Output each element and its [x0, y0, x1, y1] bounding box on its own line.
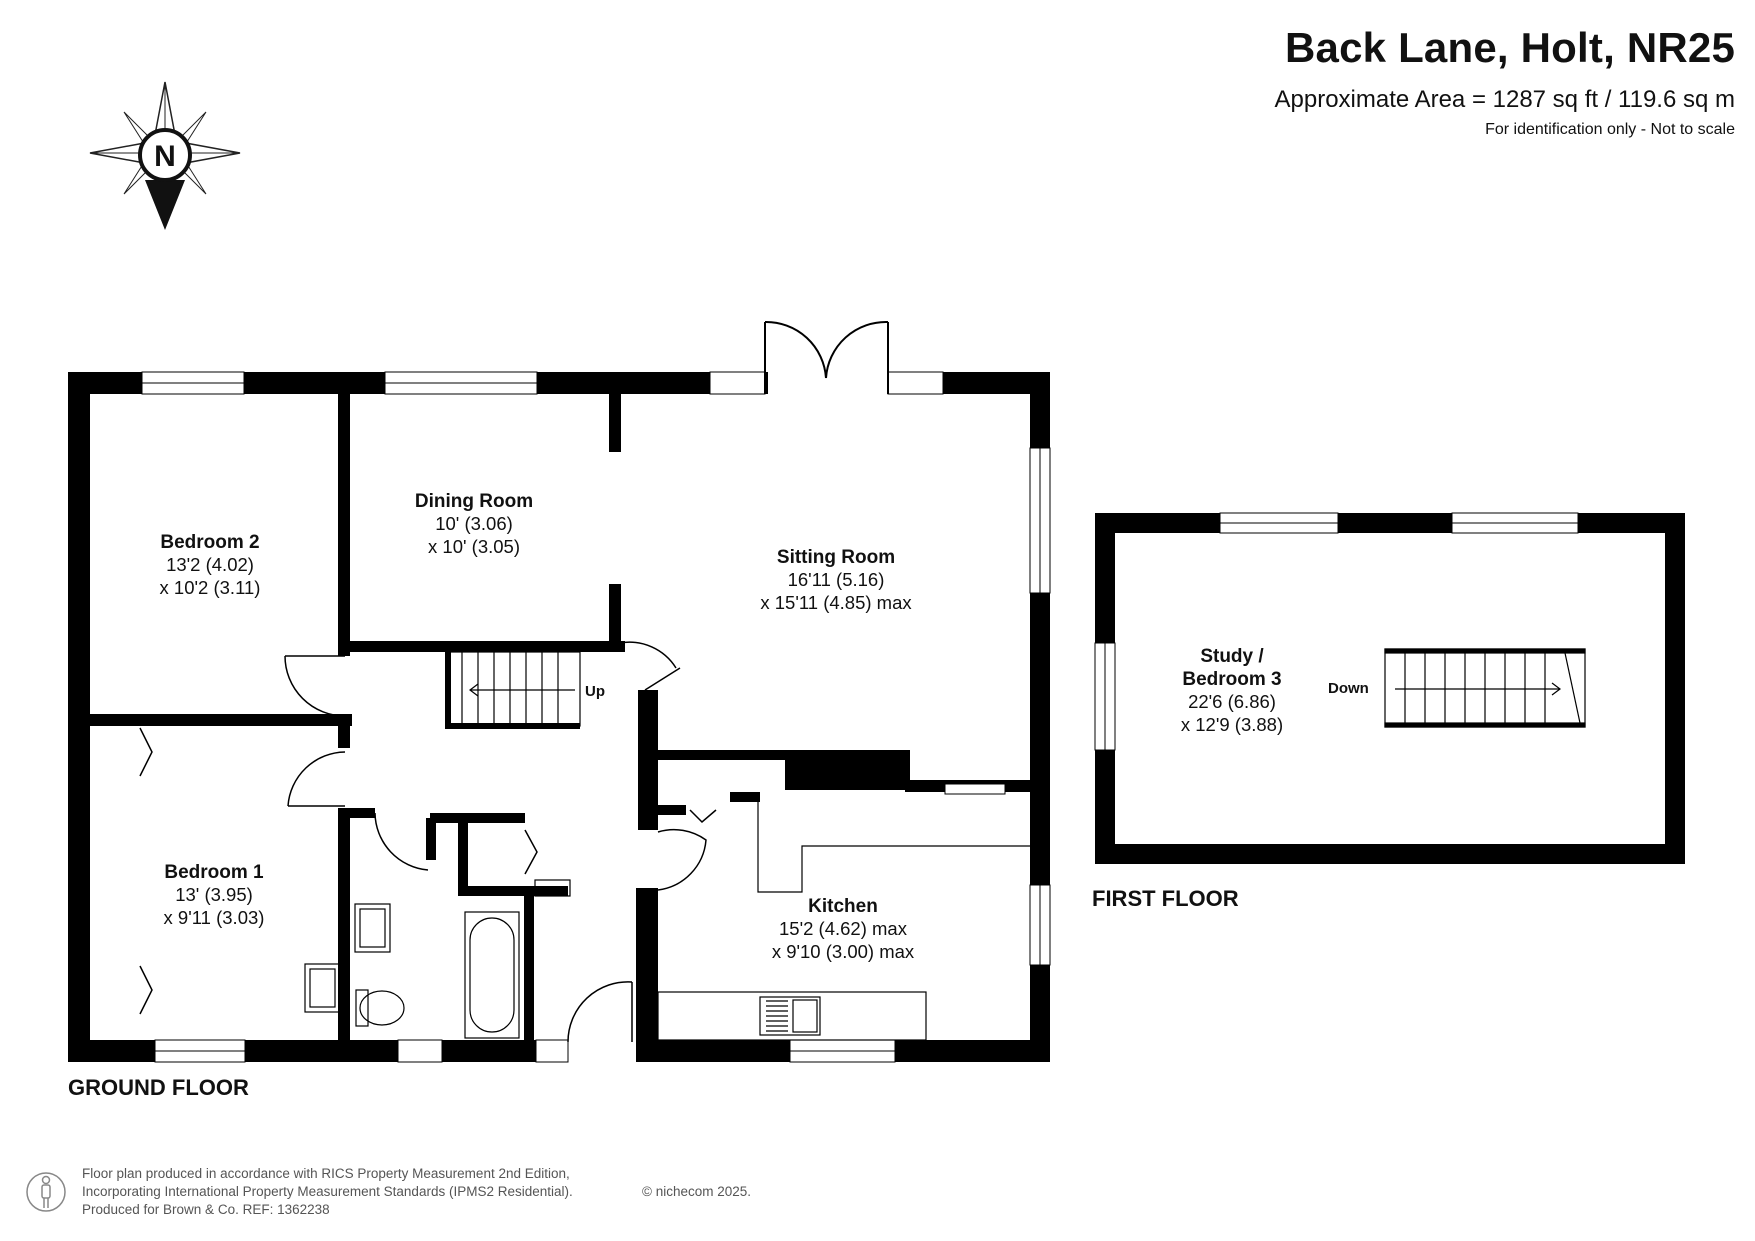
sitting-room-name: Sitting Room: [777, 547, 895, 568]
sitting-room-dim1: 16'11 (5.16): [788, 569, 885, 590]
stairs-down-label: Down: [1328, 680, 1369, 697]
property-title: Back Lane, Holt, NR25: [1285, 24, 1735, 71]
sitting-room-dim2: x 15'11 (4.85) max: [760, 592, 912, 613]
person-icon: [26, 1172, 66, 1212]
study-name-line2: Bedroom 3: [1182, 669, 1281, 690]
dining-room-name: Dining Room: [415, 491, 533, 512]
study-dim1: 22'6 (6.86): [1188, 691, 1276, 712]
bathroom-fixtures: [304, 879, 571, 1039]
internal-doors: [139, 641, 717, 1043]
bedroom1-dim1: 13' (3.95): [175, 884, 253, 905]
bedroom2-name: Bedroom 2: [160, 532, 259, 553]
study-dim2: x 12'9 (3.88): [1181, 714, 1283, 735]
footer-copyright: © nichecom 2025.: [642, 1184, 752, 1199]
stairs-up-label: Up: [585, 683, 605, 700]
compass-label: N: [154, 140, 176, 173]
bedroom2-dim1: 13'2 (4.02): [166, 554, 254, 575]
footer-disclaimer: Floor plan produced in accordance with R…: [82, 1165, 751, 1219]
french-doors: [764, 320, 889, 394]
footer-line3: Produced for Brown & Co. REF: 1362238: [82, 1202, 330, 1217]
kitchen-dim1: 15'2 (4.62) max: [779, 918, 908, 939]
bedroom1-name: Bedroom 1: [164, 862, 264, 883]
scale-note: For identification only - Not to scale: [1485, 121, 1735, 138]
ground-floor-label: GROUND FLOOR: [68, 1075, 249, 1100]
first-floor-stairs: [1384, 648, 1586, 728]
kitchen-name: Kitchen: [808, 896, 878, 917]
footer-line1: Floor plan produced in accordance with R…: [82, 1166, 570, 1181]
bedroom2-dim2: x 10'2 (3.11): [160, 577, 261, 598]
dining-room-dim2: x 10' (3.05): [428, 536, 520, 557]
kitchen-dim2: x 9'10 (3.00) max: [772, 941, 915, 962]
kitchen-units: [657, 795, 1030, 1041]
ground-floor-stairs: [447, 651, 581, 727]
approximate-area: Approximate Area = 1287 sq ft / 119.6 sq…: [1274, 86, 1736, 113]
first-floor-label: FIRST FLOOR: [1092, 886, 1239, 911]
bedroom1-dim2: x 9'11 (3.03): [164, 907, 265, 928]
compass-icon: N: [89, 81, 241, 230]
dining-room-dim1: 10' (3.06): [435, 513, 513, 534]
study-name-line1: Study /: [1200, 646, 1264, 667]
footer-line2: Incorporating International Property Mea…: [82, 1184, 573, 1199]
